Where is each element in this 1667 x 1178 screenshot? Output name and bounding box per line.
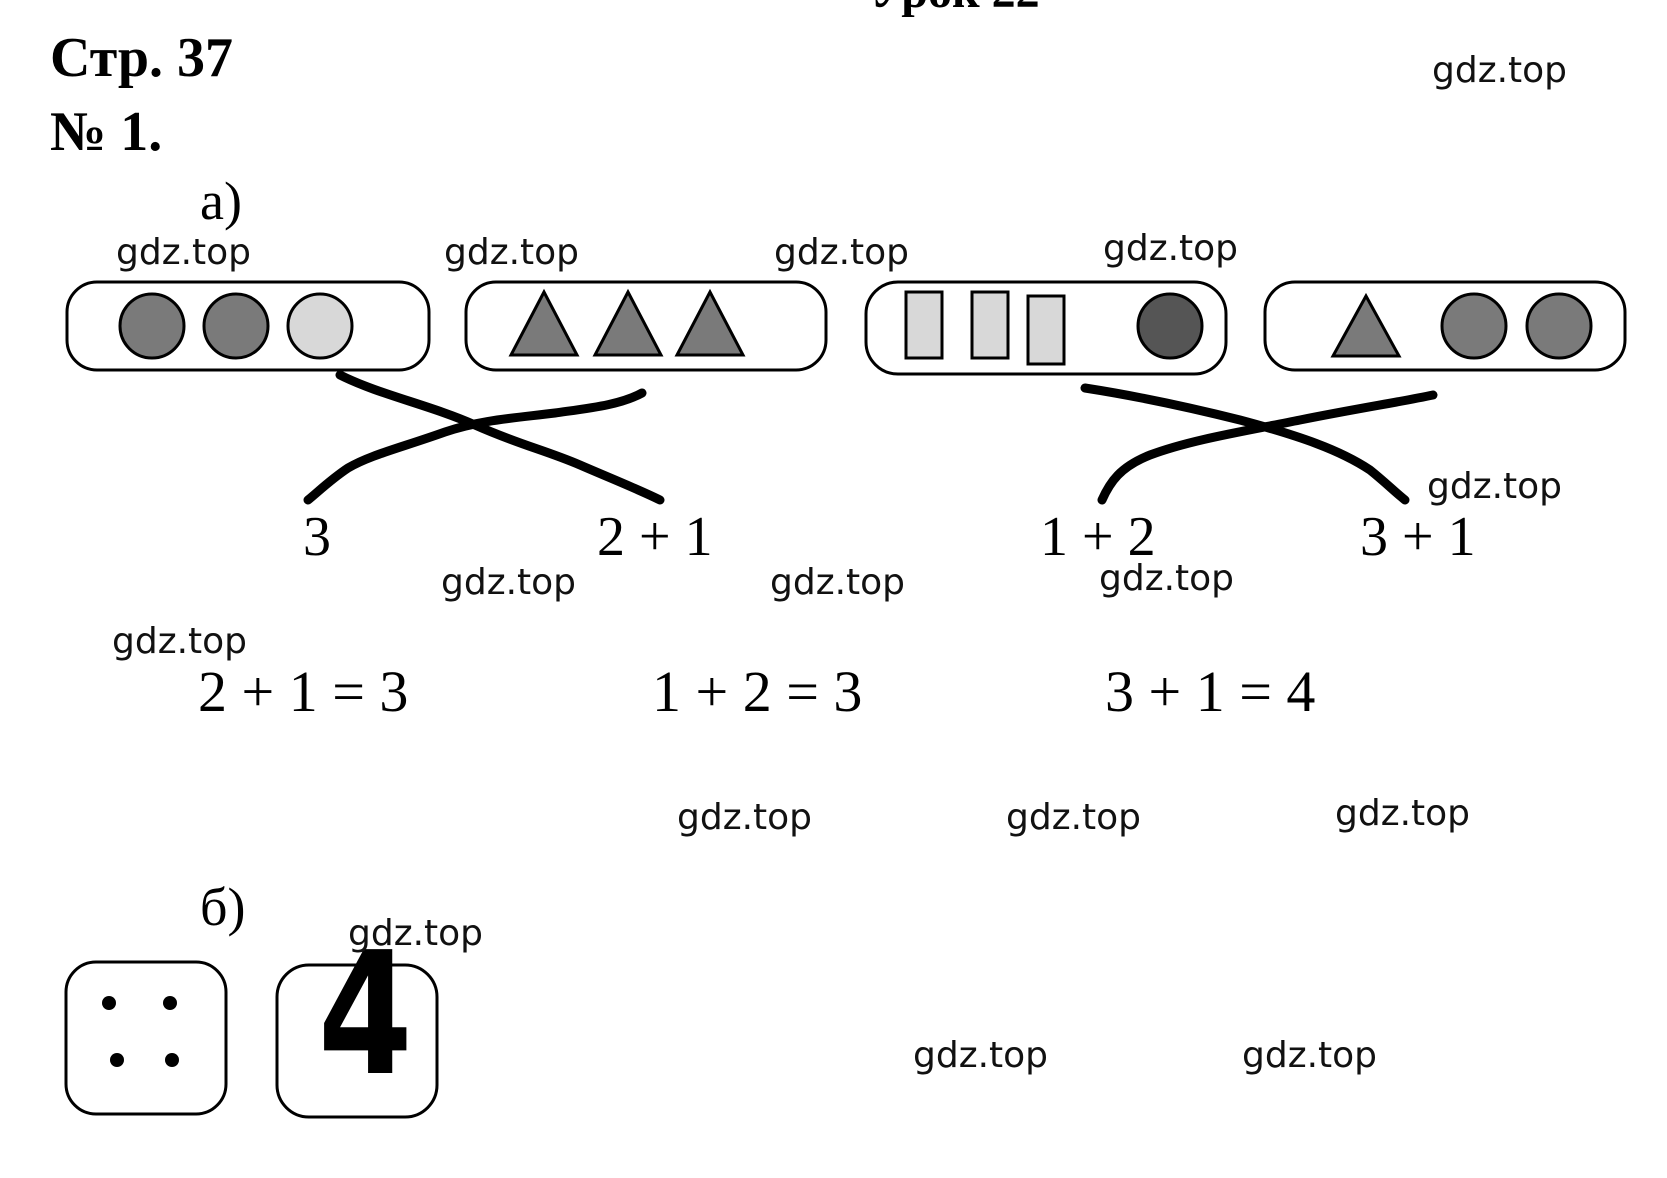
watermark: gdz.top (444, 232, 580, 273)
dark-circle-shape (1136, 292, 1204, 360)
equation-2: 1 + 2 = 3 (652, 659, 863, 724)
lesson-title-cut: Урок 22 (870, 0, 1040, 19)
dice-dot (165, 1053, 179, 1067)
dice-dot (163, 996, 177, 1010)
expression-2: 2 + 1 (597, 506, 713, 568)
part-a-label: а) (200, 171, 242, 231)
shape-group-4 (1263, 280, 1627, 372)
triangle-shape (592, 288, 664, 357)
watermark: gdz.top (1335, 793, 1471, 834)
part-b-label: б) (200, 877, 246, 937)
circle-shape (202, 292, 270, 360)
rectangle-shape (970, 290, 1010, 360)
watermark: gdz.top (441, 562, 577, 603)
watermark: gdz.top (774, 232, 910, 273)
expression-3: 1 + 2 (1040, 506, 1156, 568)
shape-group-3 (864, 280, 1228, 376)
equation-3: 3 + 1 = 4 (1105, 659, 1316, 724)
shape-group-2 (464, 280, 828, 372)
watermark: gdz.top (1006, 797, 1142, 838)
watermark: gdz.top (1103, 228, 1239, 269)
connector-line-group1 (335, 370, 665, 505)
dice-dot (102, 996, 116, 1010)
watermark: gdz.top (1099, 558, 1235, 599)
page-number: Стр. 37 (50, 27, 234, 89)
watermark: gdz.top (913, 1035, 1049, 1076)
circle-shape (118, 292, 186, 360)
connector-line-group4 (1097, 390, 1438, 505)
watermark: gdz.top (348, 913, 484, 954)
connector-line-group3 (1080, 383, 1410, 505)
rectangle-shape (904, 290, 944, 360)
equation-1: 2 + 1 = 3 (198, 659, 409, 724)
answer-digit: 4 (318, 916, 413, 1114)
watermark: gdz.top (112, 621, 248, 662)
light-circle-shape (286, 292, 354, 360)
rectangle-shape (1026, 294, 1066, 366)
watermark: gdz.top (1432, 50, 1568, 91)
circle-shape (1525, 292, 1593, 360)
watermark: gdz.top (1242, 1035, 1378, 1076)
task-number: № 1. (50, 101, 163, 163)
triangle-shape (674, 288, 746, 357)
triangle-shape (1330, 292, 1402, 358)
watermark: gdz.top (677, 797, 813, 838)
watermark: gdz.top (1427, 466, 1563, 507)
watermark: gdz.top (116, 232, 252, 273)
shape-group-1 (65, 280, 431, 372)
connector-line-group2 (303, 388, 647, 505)
dice-four (64, 960, 228, 1116)
circle-shape (1440, 292, 1508, 360)
expression-1: 3 (303, 506, 331, 568)
watermark: gdz.top (770, 562, 906, 603)
answer-box (275, 963, 439, 1119)
triangle-shape (508, 288, 580, 357)
expression-4: 3 + 1 (1360, 506, 1476, 568)
dice-dot (110, 1053, 124, 1067)
